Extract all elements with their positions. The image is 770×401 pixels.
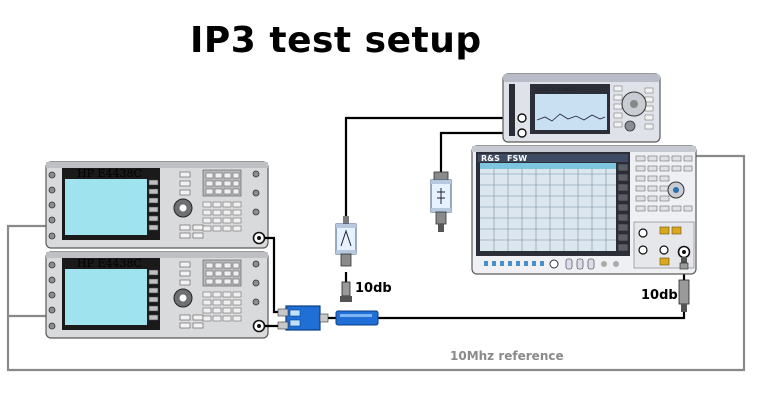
- display-screen: [65, 179, 147, 235]
- inline-adapter: [335, 310, 379, 326]
- left-port-column: [48, 171, 56, 240]
- attenuator-a: [335, 216, 357, 302]
- reference-label: 10Mhz reference: [450, 349, 564, 363]
- attenuator-b: [430, 171, 452, 232]
- attenuator-label-right: 10db: [641, 288, 678, 303]
- signal-generator-top: HP E4438C: [45, 161, 269, 249]
- signal-generator-bottom: HP E4438C: [45, 251, 269, 339]
- page-title: IP3 test setup: [190, 20, 482, 61]
- rs-signal-generator: ROHDE & SCHWARZ: [502, 73, 661, 143]
- model-label-bottom: HP E4438C: [77, 257, 142, 270]
- reference-cable: [6, 154, 746, 372]
- fsw-header-right: FSW: [507, 154, 527, 163]
- attenuator-label-left: 10db: [355, 281, 392, 296]
- fsw-header-left: R&S: [481, 154, 500, 163]
- attenuator-input: [678, 257, 690, 312]
- model-label-top: HP E4438C: [77, 167, 142, 180]
- fsw-spectrum-analyzer: R&S FSW: [471, 145, 697, 275]
- power-combiner: [277, 305, 329, 331]
- rs-brand-label: ROHDE & SCHWARZ: [536, 87, 577, 92]
